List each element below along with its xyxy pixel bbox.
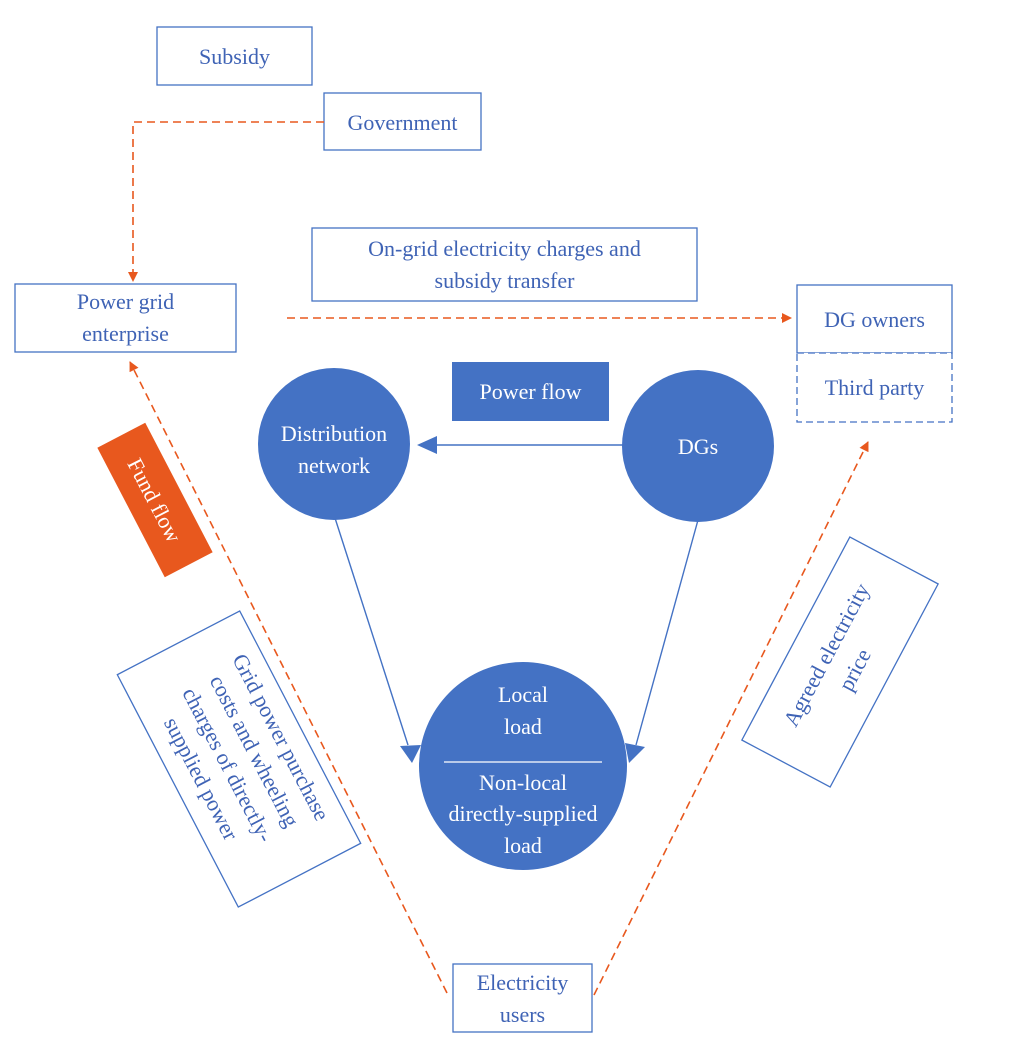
power-grid-label-line1: Power grid [77,289,174,314]
third-party-box: Third party [796,352,953,423]
government-box: Government [323,92,482,151]
power-flow-text: Power flow [479,379,581,404]
grid-payment-arrow [129,361,448,994]
government-label: Government [348,110,458,135]
power-flow-lines [334,436,699,763]
subsidy-box: Subsidy [156,26,313,86]
arrowhead-down-left [400,745,421,763]
on-grid-label-line1: On-grid electricity charges and [368,236,641,261]
dgs-to-load-line [635,519,699,746]
nonlocal-load-line2: directly-supplied [448,801,597,826]
electricity-users-line1: Electricity [477,970,569,995]
distribution-label-line1: Distribution [281,421,387,446]
electricity-users-line2: users [500,1002,545,1027]
dg-owners-box: DG owners [796,284,953,354]
nonlocal-load-line3: load [504,833,542,858]
on-grid-label-line2: subsidy transfer [435,268,576,293]
distribution-network-circle: Distribution network [258,368,410,520]
power-flow-label: Power flow [452,362,609,421]
on-grid-charges-box: On-grid electricity charges and subsidy … [311,227,698,302]
load-circle: Local load Non-local directly-supplied l… [419,662,627,870]
subsidy-flow-arrow [128,121,324,282]
nonlocal-load-line1: Non-local [479,770,567,795]
dg-owners-label: DG owners [824,307,925,332]
local-load-line2: load [504,714,542,739]
subsidy-label: Subsidy [199,44,270,69]
agreed-price-box: Agreed electricity price [740,536,940,788]
electricity-users-box: Electricity users [452,963,593,1033]
local-load-line1: Local [498,682,548,707]
distribution-to-load-line [334,517,409,746]
agreed-price-arrow [593,441,869,996]
dgs-circle: DGs [622,370,774,522]
distribution-label-line2: network [298,453,370,478]
power-grid-enterprise-box: Power grid enterprise [14,283,237,353]
third-party-label: Third party [825,375,925,400]
grid-power-costs-box: Grid power purchase costs and wheeling c… [116,610,362,908]
arrowhead-left [417,436,437,454]
power-grid-label-line2: enterprise [82,321,169,346]
arrowhead-down-right [625,743,645,763]
dgs-label: DGs [678,434,718,459]
fund-flow-label: Fund flow [97,422,213,578]
